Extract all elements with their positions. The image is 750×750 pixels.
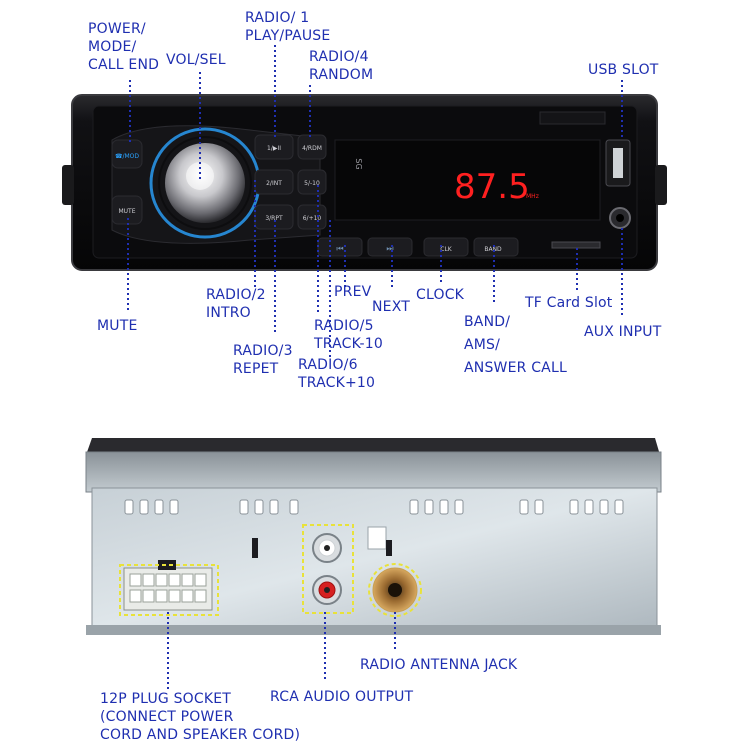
radio5-button[interactable]: [297, 169, 327, 195]
radio4-callout: RADIO/4 RANDOM: [309, 49, 374, 83]
clock-label: CLOCK: [416, 287, 465, 303]
rca-outputs: [302, 524, 354, 614]
radio5-callout: RADIO/5 TRACK-10: [314, 318, 383, 352]
antenna-jack-label: RADIO ANTENNA JACK: [360, 657, 518, 673]
radio1-callout: RADIO/ 1 PLAY/PAUSE: [245, 10, 331, 44]
tf-card-slot[interactable]: [551, 241, 601, 249]
lcd-display: [334, 139, 601, 221]
radio3-callout: RADIO/3 REPET: [233, 343, 293, 377]
radio5-label: 5/-10: [304, 180, 320, 187]
usb-slot-label: USB SLOT: [588, 62, 659, 78]
radio6-callout: RADIO/6 TRACK+10: [298, 357, 376, 391]
rca-output-label: RCA AUDIO OUTPUT: [270, 689, 414, 705]
mute-button-label: MUTE: [118, 208, 135, 215]
tf-card-label: TF Card Slot: [525, 295, 613, 311]
plug-socket: [119, 560, 219, 616]
next-icon: ⏭: [386, 244, 393, 253]
radio4-label: 4/RDM: [302, 145, 322, 152]
vent-slots: [124, 499, 624, 515]
radio2-callout: RADIO/2 INTRO: [206, 287, 266, 321]
front-callout-lines: [127, 45, 623, 360]
next-label: NEXT: [372, 299, 411, 315]
front-panel: [62, 94, 667, 271]
mode-button-label: ☎/MOD: [115, 153, 139, 160]
power-mode-label: POWER/ MODE/ CALL END: [88, 21, 160, 73]
clk-button[interactable]: [423, 237, 469, 257]
plug-socket-label: 12P PLUG SOCKET (CONNECT POWER CORD AND …: [100, 691, 301, 743]
vol-sel-label: VOL/SEL: [166, 52, 226, 68]
mute-label: MUTE: [97, 318, 138, 334]
brand-mark: SG: [354, 158, 363, 169]
prev-label: PREV: [334, 284, 372, 300]
radio6-label: 6/+10: [303, 215, 322, 222]
radio3-label: 3/RPT: [265, 215, 283, 222]
band-ams-callout: BAND/ AMS/ ANSWER CALL: [464, 314, 567, 376]
mode-button[interactable]: [111, 139, 143, 169]
aux-input-label: AUX INPUT: [584, 324, 662, 340]
prev-icon: ⏮: [336, 244, 343, 253]
radio1-label: 1/▶II: [267, 145, 281, 152]
radio2-label: 2/INT: [266, 180, 282, 187]
display-readout: 87.5: [454, 167, 530, 207]
radio4-button[interactable]: [297, 134, 327, 160]
band-label: BAND: [484, 246, 502, 253]
rear-callout-lines: [167, 612, 396, 690]
band-button[interactable]: [473, 237, 519, 257]
clk-label: CLK: [440, 246, 453, 253]
display-unit: MHz: [526, 193, 539, 200]
next-button[interactable]: [367, 237, 413, 257]
